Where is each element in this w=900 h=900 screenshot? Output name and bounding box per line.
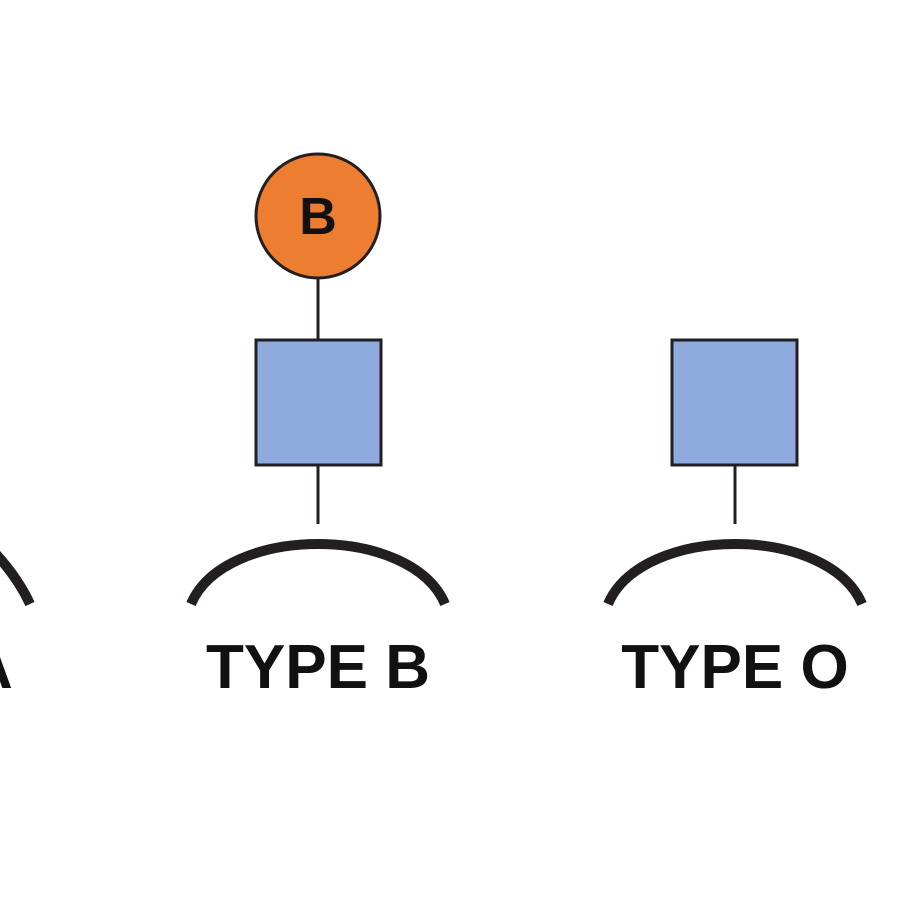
type-b-group: B TYPE B (186, 152, 450, 702)
antigen-b-letter: B (299, 188, 337, 246)
type-o-cell-membrane-arc (603, 539, 867, 607)
partial-type-a-group: A (0, 551, 35, 702)
type-o-label: TYPE O (621, 633, 848, 702)
type-b-cell-membrane-arc (186, 539, 450, 607)
type-b-base-sugar-square (254, 338, 383, 467)
type-o-group: TYPE O (603, 338, 867, 702)
type-b-label: TYPE B (206, 633, 430, 702)
type-o-base-sugar-square (670, 338, 799, 467)
partial-cell-membrane-arc (0, 551, 35, 607)
partial-type-a-label: A (0, 633, 13, 702)
